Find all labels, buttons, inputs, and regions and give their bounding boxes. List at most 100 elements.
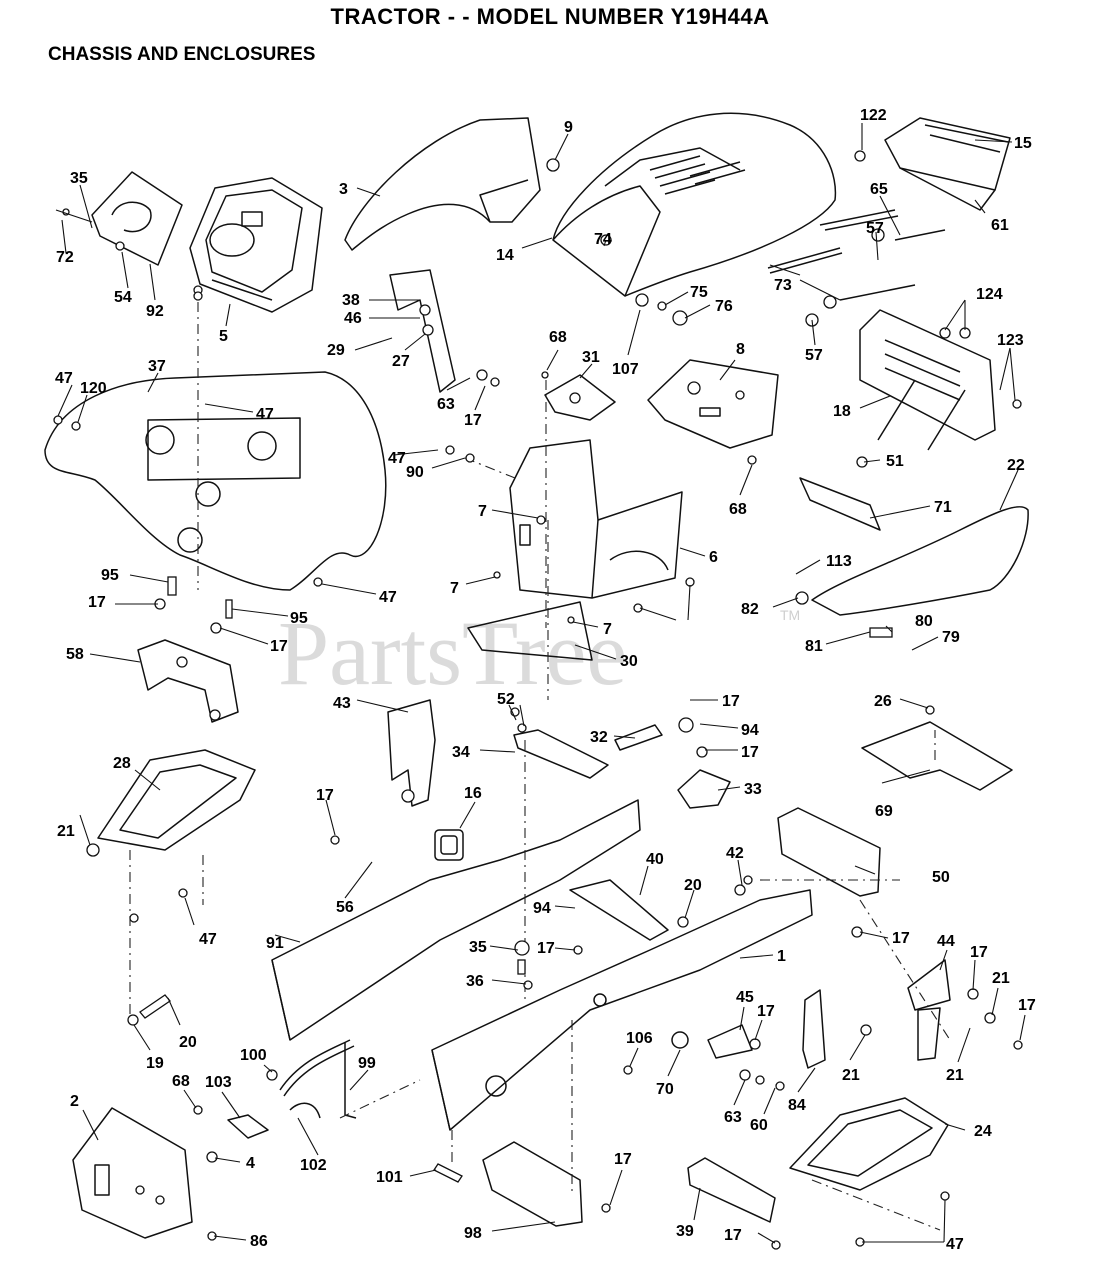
callout: 26 (874, 693, 892, 710)
part-center-bracket (513, 729, 609, 779)
callout: 17 (537, 940, 555, 957)
callout: 8 (736, 341, 745, 358)
callout: 57 (866, 220, 884, 237)
callout: 72 (56, 249, 74, 266)
callout-leader-lines (57, 123, 1026, 1244)
callout: 76 (715, 298, 733, 315)
callout: 122 (860, 107, 887, 124)
part-frame-rail-right (431, 889, 813, 1131)
callout: 42 (726, 845, 744, 862)
grille-holes (884, 339, 961, 401)
callout: 68 (172, 1073, 190, 1090)
part-frame-rail-left (271, 799, 641, 1041)
callout: 56 (336, 899, 354, 916)
part-front-grille (884, 117, 1011, 211)
callout: 20 (179, 1034, 197, 1051)
part-seat-bracket (544, 374, 616, 421)
callout: 47 (199, 931, 217, 948)
callout: 84 (788, 1097, 806, 1114)
callout: 17 (757, 1003, 775, 1020)
callout: 113 (826, 553, 852, 570)
callout: 106 (626, 1030, 653, 1047)
callout: 31 (582, 349, 600, 366)
part-floor-mat (467, 601, 593, 661)
diagram-title: TRACTOR - - MODEL NUMBER Y19H44A (330, 4, 770, 29)
part-bracket-43 (387, 699, 436, 807)
part-lift-lever (279, 1039, 357, 1119)
callout: 80 (915, 613, 933, 630)
callout: 107 (612, 361, 639, 378)
callout: 73 (774, 277, 792, 294)
callout: 75 (690, 284, 708, 301)
part-dash-console (189, 177, 323, 313)
callout: 15 (1014, 135, 1032, 152)
part-front-bracket (777, 807, 881, 897)
callout: 16 (464, 785, 482, 802)
callout: 19 (146, 1055, 164, 1072)
callout: 54 (114, 289, 132, 306)
part-seat-pan-support (647, 359, 779, 449)
part-lower-bracket-98 (482, 1141, 583, 1227)
assembly-dash-lines (129, 302, 951, 1231)
callout: 68 (729, 501, 747, 518)
callout: 38 (342, 292, 360, 309)
callout: 4 (246, 1155, 255, 1172)
section-subtitle: CHASSIS AND ENCLOSURES (48, 44, 316, 65)
part-bracket-103 (227, 1114, 269, 1139)
callout: 18 (833, 403, 851, 420)
callout: 33 (744, 781, 762, 798)
part-mower-shield (861, 721, 1013, 791)
callout: 17 (464, 412, 482, 429)
fastener-hardware (53, 150, 1023, 1250)
callout: 81 (805, 638, 823, 655)
callout: 20 (684, 877, 702, 894)
callout: 17 (88, 594, 106, 611)
callout: 71 (934, 499, 952, 516)
hood-vent-slots (649, 155, 746, 195)
callout: 29 (327, 342, 345, 359)
callout: 9 (564, 119, 573, 136)
callout: 91 (266, 935, 284, 952)
callout: 28 (113, 755, 131, 772)
callout: 103 (205, 1074, 232, 1091)
callout: 47 (388, 450, 406, 467)
callout: 68 (549, 329, 567, 346)
part-bracket-33 (677, 717, 731, 809)
callout: 100 (240, 1047, 267, 1064)
part-seat-panel (509, 439, 683, 599)
callout: 17 (724, 1227, 742, 1244)
part-seat-bracket-lower (137, 639, 239, 723)
callout: 47 (256, 406, 274, 423)
part-bracket-44 (907, 959, 951, 1061)
part-footrest-left (97, 749, 256, 851)
callout: 98 (464, 1225, 482, 1242)
callout: 45 (736, 989, 754, 1006)
callout: 61 (991, 217, 1009, 234)
callout: 21 (946, 1067, 964, 1084)
callout: 69 (875, 803, 893, 820)
callout: 94 (741, 722, 759, 739)
callout: 17 (892, 930, 910, 947)
callout: 63 (437, 396, 455, 413)
part-steering-bracket (389, 269, 456, 393)
callout: 58 (66, 646, 84, 663)
callout: 17 (970, 944, 988, 961)
callout: 6 (709, 549, 718, 566)
callout: 35 (469, 939, 487, 956)
part-side-panel-left (344, 117, 541, 251)
callout: 86 (250, 1233, 268, 1250)
callout: 95 (101, 567, 119, 584)
callout: 47 (379, 589, 397, 606)
callout: 21 (57, 823, 75, 840)
callout: 51 (886, 453, 904, 470)
callout: 79 (942, 629, 960, 646)
callout: 7 (478, 503, 487, 520)
callout: 22 (1007, 457, 1025, 474)
callout: 36 (466, 973, 484, 990)
callout: 102 (300, 1157, 327, 1174)
callout: 37 (148, 358, 166, 375)
callout: 47 (946, 1236, 964, 1253)
callout: 65 (870, 181, 888, 198)
part-hood (552, 112, 837, 297)
watermark-trademark: TM (780, 607, 800, 623)
